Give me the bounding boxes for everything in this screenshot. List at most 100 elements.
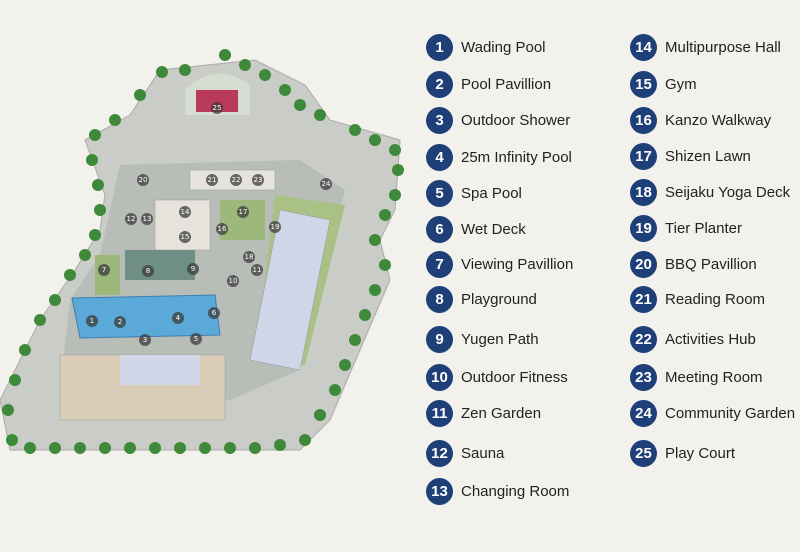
map-marker-label: 14: [181, 208, 190, 216]
map-marker-23: [252, 174, 264, 186]
infinity-pool: [71, 294, 221, 339]
tree: [92, 179, 104, 191]
tree: [74, 442, 86, 454]
tree: [199, 442, 211, 454]
map-marker-21: [206, 174, 218, 186]
legend-badge: 2: [426, 70, 453, 98]
tree: [239, 59, 251, 71]
map-marker-16: [216, 223, 228, 235]
tree: [124, 442, 136, 454]
tree: [94, 204, 106, 216]
tree: [349, 334, 361, 346]
legend-item-2: 2 Pool Pavillion: [426, 70, 551, 98]
tree: [86, 154, 98, 166]
legend-badge: 22: [630, 325, 657, 353]
tree: [9, 374, 21, 386]
map-marker-1: [86, 315, 98, 327]
map-marker-4: [172, 312, 184, 324]
legend-badge: 15: [630, 70, 657, 98]
legend-badge: 23: [630, 363, 657, 391]
legend-label: Gym: [665, 75, 697, 93]
map-marker-22: [230, 174, 242, 186]
legend-badge: 20: [630, 250, 657, 278]
tree: [369, 134, 381, 146]
tree: [89, 129, 101, 141]
map-marker-19: [269, 221, 281, 233]
tree: [339, 359, 351, 371]
map-marker-label: 22: [232, 176, 241, 184]
tree: [109, 114, 121, 126]
map-marker-12: [125, 213, 137, 225]
map-marker-label: 25: [213, 104, 222, 112]
map-marker-6: [208, 307, 220, 319]
legend-badge: 10: [426, 363, 453, 391]
tree: [314, 409, 326, 421]
tree: [89, 229, 101, 241]
map-marker-label: 17: [239, 208, 248, 216]
spa-pool-area: [125, 250, 195, 280]
legend-label: Yugen Path: [461, 330, 539, 348]
legend-item-15: 15 Gym: [630, 70, 697, 98]
map-marker-11: [251, 264, 263, 276]
legend-item-19: 19 Tier Planter: [630, 214, 742, 242]
tree: [79, 249, 91, 261]
legend-item-22: 22 Activities Hub: [630, 325, 756, 353]
legend-item-5: 5 Spa Pool: [426, 179, 522, 207]
tree: [179, 64, 191, 76]
legend-label: Community Garden: [665, 404, 796, 422]
legend-badge: 18: [630, 178, 657, 206]
map-marker-25: [211, 102, 223, 114]
map-marker-label: 16: [218, 225, 227, 233]
tree: [349, 124, 361, 136]
legend-badge: 21: [630, 285, 657, 313]
legend-badge: 11: [426, 399, 453, 427]
tree: [299, 434, 311, 446]
legend-label: Wading Pool: [461, 38, 546, 56]
legend-badge: 5: [426, 179, 453, 207]
tree: [369, 234, 381, 246]
map-marker-13: [141, 213, 153, 225]
map-marker-label: 5: [194, 335, 198, 343]
map-marker-label: 11: [253, 266, 262, 274]
map-marker-label: 9: [191, 265, 195, 273]
map-marker-label: 12: [127, 215, 136, 223]
perimeter-trees: [2, 49, 404, 454]
tree: [329, 384, 341, 396]
tree: [389, 144, 401, 156]
legend-label: Activities Hub: [665, 330, 756, 348]
tower-block-south-wing: [120, 355, 200, 385]
map-marker-label: 18: [245, 253, 254, 261]
legend-label: Tier Planter: [665, 219, 742, 237]
legend-label: Changing Room: [461, 482, 570, 500]
legend-label: Spa Pool: [461, 184, 522, 202]
legend-label: Kanzo Walkway: [665, 111, 772, 129]
tree: [219, 49, 231, 61]
legend-badge: 6: [426, 215, 453, 243]
tree: [134, 89, 146, 101]
legend-badge: 7: [426, 250, 453, 278]
legend-badge: 19: [630, 214, 657, 242]
map-marker-label: 21: [208, 176, 217, 184]
tree: [392, 164, 404, 176]
legend-label: 25m Infinity Pool: [461, 148, 572, 166]
legend-label: Pool Pavillion: [461, 75, 552, 93]
tree: [99, 442, 111, 454]
map-marker-label: 23: [254, 176, 263, 184]
map-marker-label: 20: [139, 176, 148, 184]
tree: [156, 66, 168, 78]
map-marker-5: [190, 333, 202, 345]
map-marker-label: 24: [322, 180, 331, 188]
tree: [49, 294, 61, 306]
legend-badge: 16: [630, 106, 657, 134]
tree: [249, 442, 261, 454]
legend-badge: 13: [426, 477, 453, 505]
